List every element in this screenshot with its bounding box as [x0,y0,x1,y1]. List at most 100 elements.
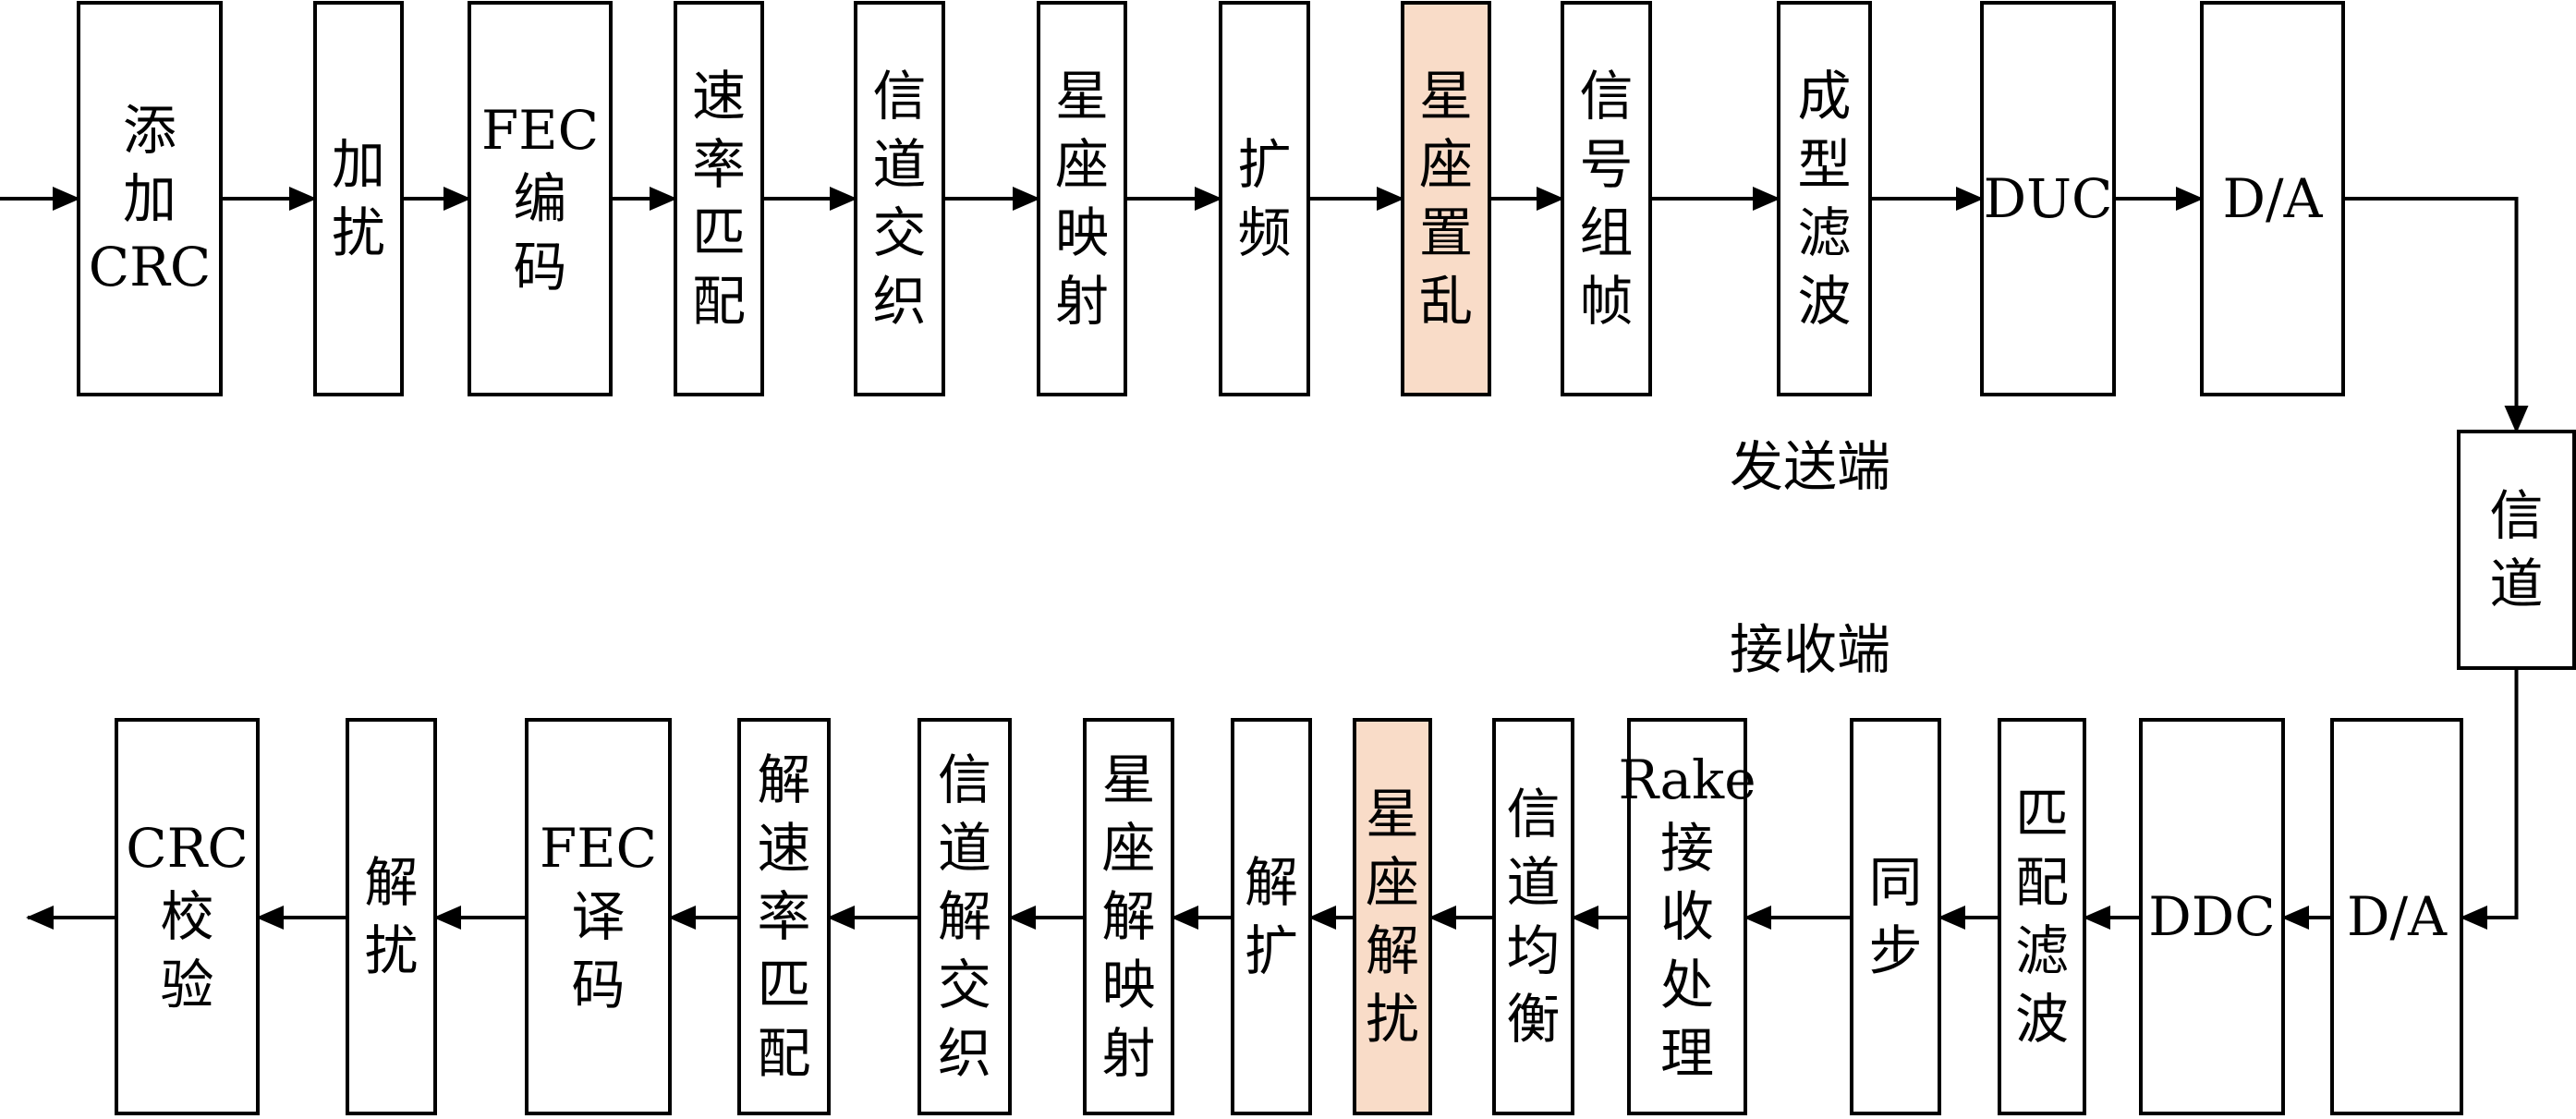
rx-block-4: 同步 [1850,718,1941,1115]
tx-block-5-text: 织 [872,270,926,333]
tx-block-4-text: 率 [692,133,746,196]
signal-flow-arrows [0,187,2529,930]
tx-block-11: DUC [1980,1,2116,396]
tx-block-2-text: 扰 [332,201,385,264]
tx-block-9-text: 号 [1579,133,1633,196]
tx-block-8-text: 星 [1419,65,1473,128]
rx-block-12-text: 译 [571,885,625,948]
tx-block-8-text: 乱 [1419,270,1473,333]
rx-block-7-text: 星 [1366,783,1419,845]
rx-block-5-text: 理 [1660,1022,1714,1085]
tx-block-6-box [1037,1,1127,396]
tx-to-channel-arrow [2343,197,2529,433]
tx-block-1-box [77,1,223,396]
rx-block-10-text: 道 [938,817,991,880]
tx-block-9-text: 信 [1579,65,1633,128]
tx-block-4-box [674,1,764,396]
tx-block-3-text: 编 [513,167,566,230]
rx-block-8-text: 解 [1245,851,1298,914]
tx-block-12-text: D/A [2223,167,2324,230]
rx-block-14-text: CRC [126,817,248,880]
tx-block-12: D/A [2200,1,2345,396]
tx-block-3-box [468,1,613,396]
rx-block-13-text: 解 [364,851,418,914]
rx-block-3-text: 滤 [2015,919,2069,982]
processing-blocks: 添加CRC加扰FEC编码速率匹配信道交织星座映射扩频星座置乱信号组帧成型滤波DU… [77,1,2576,1115]
tx-block-8-text: 置 [1419,201,1473,264]
rx-block-11-box [737,718,831,1115]
rx-block-2-text: DDC [2148,885,2275,948]
rx-block-10-box [917,718,1012,1115]
transmitter-label: 发送端 [1730,435,1890,498]
rx-block-14-text: 验 [160,954,213,1016]
rx-block-6-text: 均 [1506,919,1560,982]
tx-block-7-text: 扩 [1237,133,1291,196]
tx-block-6-text: 射 [1055,270,1109,333]
rx-block-8: 解扩 [1231,718,1312,1115]
rx-block-7-text: 座 [1366,851,1419,914]
rx-block-14-text: 校 [160,885,213,948]
rx-block-6-text: 信 [1506,783,1560,845]
rx-block-10-text: 织 [938,1022,991,1085]
tx-block-1-text: 添 [123,99,176,162]
rx-block-5-text: 接 [1660,817,1714,880]
rx-block-8-box [1231,718,1312,1115]
tx-block-8-text: 座 [1419,133,1473,196]
rx-block-4-text: 同 [1868,851,1922,914]
channel-block-text: 信 [2489,484,2543,547]
rx-block-10-text: 信 [938,748,991,811]
tx-block-3-text: FEC [481,99,599,162]
rx-block-5-text: 处 [1660,954,1714,1016]
channel-block-text: 道 [2489,553,2543,615]
rx-block-7-box [1353,718,1432,1115]
rx-block-3-text: 匹 [2015,783,2069,845]
tx-block-5-text: 交 [872,201,926,264]
tx-block-10-text: 成 [1797,65,1851,128]
rx-block-12-text: 码 [571,954,625,1016]
rx-block-11-text: 解 [757,748,810,811]
rx-block-14-box [115,718,260,1115]
tx-block-7-box [1219,1,1310,396]
rx-block-3-text: 配 [2015,851,2069,914]
rx-block-11-text: 配 [757,1022,810,1085]
tx-block-2: 加扰 [313,1,404,396]
tx-block-9-text: 帧 [1579,270,1633,333]
rx-block-11-text: 速 [757,817,810,880]
tx-block-10-text: 型 [1797,133,1851,196]
rx-block-8-text: 扩 [1245,919,1298,982]
rx-block-7-text: 扰 [1366,988,1419,1051]
rx-block-6-text: 衡 [1506,988,1560,1051]
rx-block-7-text: 解 [1366,919,1419,982]
channel-block: 信道 [2457,430,2576,670]
rx-block-5-box [1627,718,1747,1115]
rx-block-9-text: 星 [1101,748,1155,811]
rx-block-1-text: D/A [2347,885,2448,948]
rx-block-13: 解扰 [346,718,437,1115]
tx-block-5-box [854,1,945,396]
rx-block-6-box [1492,718,1574,1115]
rx-block-1-box [2330,718,2463,1115]
tx-block-7: 扩频 [1219,1,1310,396]
rx-block-9-box [1083,718,1174,1115]
tx-block-4-text: 配 [692,270,746,333]
tx-block-4-text: 速 [692,65,746,128]
tx-block-2-box [313,1,404,396]
tx-block-11-text: DUC [1984,167,2113,230]
rx-block-3-box [1998,718,2086,1115]
rx-block-12-box [525,718,672,1115]
rx-block-2-box [2139,718,2285,1115]
rx-block-13-box [346,718,437,1115]
